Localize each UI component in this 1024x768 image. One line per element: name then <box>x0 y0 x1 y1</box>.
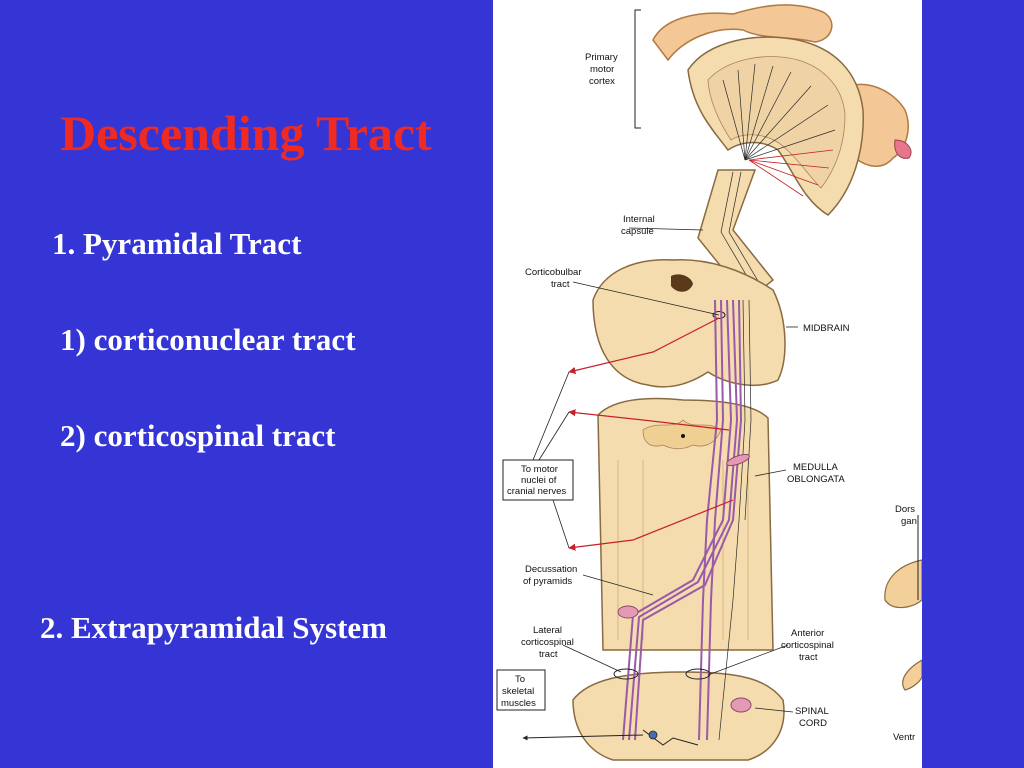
cortex-inner <box>707 56 846 189</box>
figure-drawing: Primary motor cortex Internal capsule Co… <box>496 4 922 761</box>
item-pyramidal-tract: 1. Pyramidal Tract <box>52 226 302 261</box>
slide-title: Descending Tract <box>60 105 432 161</box>
corticospinal-tract-fibers <box>622 299 743 741</box>
label-midbrain: MIDBRAIN <box>803 323 850 334</box>
label-decussation: Decussation of pyramids <box>523 564 580 587</box>
spinal-cord-section <box>572 671 785 761</box>
midbrain-aqueduct <box>671 274 693 292</box>
label-anterior-corticospinal: Anterior corticospinal tract <box>781 628 836 663</box>
label-to-motor-nuclei: To motor nuclei of cranial nerves <box>507 464 566 497</box>
corticobulbar-arrows <box>568 317 734 551</box>
label-primary-motor-cortex: Primary motor cortex <box>585 52 620 87</box>
cortex-fibers <box>722 63 836 161</box>
homunculus-tongue <box>894 139 912 159</box>
descending-tract-figure: Primary motor cortex Internal capsule Co… <box>493 0 922 768</box>
homunculus-arm <box>652 4 833 62</box>
label-ventral-partial: Ventr <box>893 732 915 743</box>
dorsal-ganglion <box>884 559 922 609</box>
label-corticobulbar-tract: Corticobulbar tract <box>525 267 584 290</box>
label-spinal-cord: SPINAL CORD <box>795 706 831 729</box>
label-to-skeletal-muscles: To skeletal muscles <box>501 674 537 709</box>
leader-motor-nuclei <box>532 371 570 549</box>
cortex-bracket <box>634 9 641 129</box>
item-extrapyramidal-system: 2. Extrapyramidal System <box>40 610 388 645</box>
label-medulla-oblongata: MEDULLA OBLONGATA <box>787 462 845 485</box>
label-dorsal-ganglion-partial: Dors gan <box>895 504 918 527</box>
label-lateral-corticospinal: Lateral corticospinal tract <box>521 625 576 660</box>
internal-capsule <box>697 169 775 302</box>
item-corticospinal-tract: 2) corticospinal tract <box>60 418 336 453</box>
item-corticonuclear-tract: 1) corticonuclear tract <box>60 322 356 357</box>
label-internal-capsule: Internal capsule <box>621 214 657 237</box>
cortex-red-fibers <box>748 149 834 197</box>
